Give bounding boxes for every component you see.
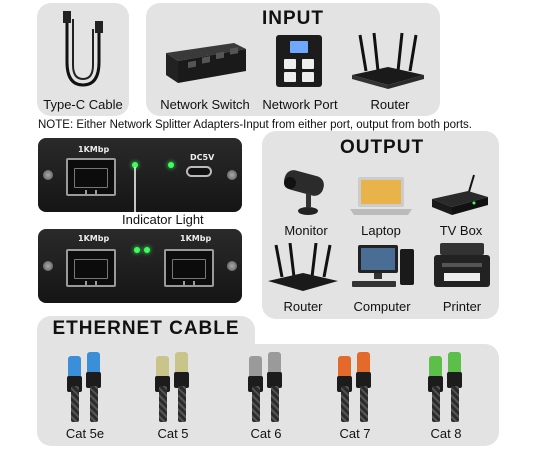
output-item-laptop-label: Laptop (361, 223, 401, 238)
output-item-router-label: Router (283, 299, 323, 314)
cable-label: Cat 6 (250, 426, 282, 441)
screw-icon (227, 170, 237, 180)
usb-c-port-icon (186, 166, 212, 177)
port-label: 1KMbp (78, 234, 110, 243)
ethernet-title-tab (37, 316, 255, 356)
cable-boot-icon (356, 372, 371, 388)
cable-plug-icon (429, 356, 442, 378)
laptop-icon (350, 177, 412, 215)
cable-cord-icon (159, 386, 167, 422)
indicator-led-icon (134, 247, 140, 253)
indicator-led-icon (144, 247, 150, 253)
ethernet-cable-icon (243, 352, 289, 422)
cable-plug-icon (249, 356, 262, 378)
cable-plug-icon (87, 352, 100, 374)
cable-cord-icon (271, 386, 279, 422)
cable-label: Cat 5 (157, 426, 189, 441)
ethernet-port-icon (66, 249, 116, 287)
port-label: 1KMbp (78, 145, 110, 154)
screw-icon (43, 170, 53, 180)
cable-plug-icon (156, 356, 169, 378)
cable-plug-icon (68, 356, 81, 378)
cable-label: Cat 5e (65, 426, 105, 441)
input-panel: INPUT Network Switch Network Port Router (146, 3, 440, 116)
ethernet-port-icon (66, 158, 116, 196)
printer-icon (434, 243, 490, 287)
ethernet-cable-icon (62, 352, 108, 422)
splitter-device-bottom: 1KMbp 1KMbp (38, 229, 242, 303)
cable-plug-icon (175, 352, 188, 374)
typec-label: Type-C Cable (43, 97, 123, 112)
monitor-camera-icon (284, 170, 324, 215)
cable-plug-icon (338, 356, 351, 378)
typec-panel: Type-C Cable (37, 3, 129, 116)
router-icon (352, 32, 424, 89)
indicator-led-icon (168, 162, 174, 168)
router-icon (268, 243, 338, 291)
output-panel: OUTPUT Monitor Laptop TV Box Router (262, 131, 499, 319)
usb-port-label: DC5V (190, 153, 215, 162)
ethernet-cable-icon (423, 352, 469, 422)
cable-cord-icon (178, 386, 186, 422)
cable-cord-icon (71, 386, 79, 422)
indicator-light-label: Indicator Light (120, 212, 206, 227)
ethernet-port-icon (164, 249, 214, 287)
cable-plug-icon (357, 352, 370, 374)
input-item-router-label: Router (370, 97, 410, 112)
cable-label: Cat 7 (339, 426, 371, 441)
tv-box-icon (432, 174, 488, 215)
cable-boot-icon (86, 372, 101, 388)
network-switch-icon (166, 43, 246, 83)
input-item-port-label: Network Port (262, 97, 338, 112)
output-title: OUTPUT (339, 137, 425, 158)
output-item-computer-label: Computer (353, 299, 411, 314)
cable-cord-icon (451, 386, 459, 422)
port-label: 1KMbp (180, 234, 212, 243)
typec-cable-icon (63, 11, 103, 87)
screw-icon (43, 261, 53, 271)
ethernet-cable-icon (332, 352, 378, 422)
network-port-icon (276, 35, 322, 87)
input-item-switch-label: Network Switch (160, 97, 250, 112)
cable-cord-icon (252, 386, 260, 422)
cable-label: Cat 8 (430, 426, 462, 441)
ethernet-cable-icon (150, 352, 196, 422)
screw-icon (227, 261, 237, 271)
cable-cord-icon (90, 386, 98, 422)
cable-boot-icon (267, 372, 282, 388)
splitter-device-top: 1KMbp DC5V (38, 138, 242, 212)
output-item-tvbox-label: TV Box (439, 223, 483, 238)
note-text: NOTE: Either Network Splitter Adapters-I… (38, 119, 472, 131)
indicator-led-icon (132, 162, 138, 168)
cable-cord-icon (341, 386, 349, 422)
cable-plug-icon (268, 352, 281, 374)
output-item-monitor-label: Monitor (284, 223, 328, 238)
cable-boot-icon (447, 372, 462, 388)
cable-boot-icon (174, 372, 189, 388)
cable-cord-icon (432, 386, 440, 422)
ethernet-title: ETHERNET CABLE (52, 318, 240, 339)
computer-icon (352, 245, 414, 287)
output-item-printer-label: Printer (442, 299, 482, 314)
input-title: INPUT (262, 8, 324, 29)
cable-plug-icon (448, 352, 461, 374)
cable-cord-icon (360, 386, 368, 422)
